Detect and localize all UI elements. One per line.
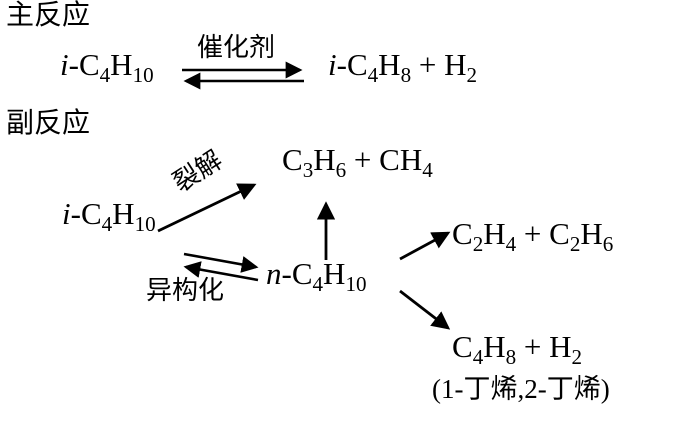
cracking-arrow [157, 183, 257, 233]
main-reaction-section-label: 主反应 [6, 0, 91, 31]
cracking-products-formula: C3H6 + CH4 [282, 142, 433, 183]
cracking-label: 裂解 [167, 145, 228, 198]
main-reactant-formula: i-C4H10 [60, 47, 154, 88]
ethylene-products-formula: C2H4 + C2H6 [452, 216, 614, 257]
side-reactant-formula: i-C4H10 [62, 196, 156, 237]
equilibrium-arrow-main [182, 61, 304, 90]
catalyst-label: 催化剂 [197, 33, 276, 62]
main-products-formula: i-C4H8 + H2 [328, 47, 478, 88]
arrow-to-ethylene [399, 231, 451, 261]
n-butane-formula: n-C4H10 [266, 256, 367, 297]
butene-note: (1-丁烯,2-丁烯) [432, 374, 610, 404]
side-reaction-section-label: 副反应 [6, 108, 91, 139]
isomerization-label: 异构化 [146, 276, 225, 305]
arrow-to-butene [399, 289, 451, 330]
butene-products-formula: C4H8 + H2 [452, 329, 583, 370]
